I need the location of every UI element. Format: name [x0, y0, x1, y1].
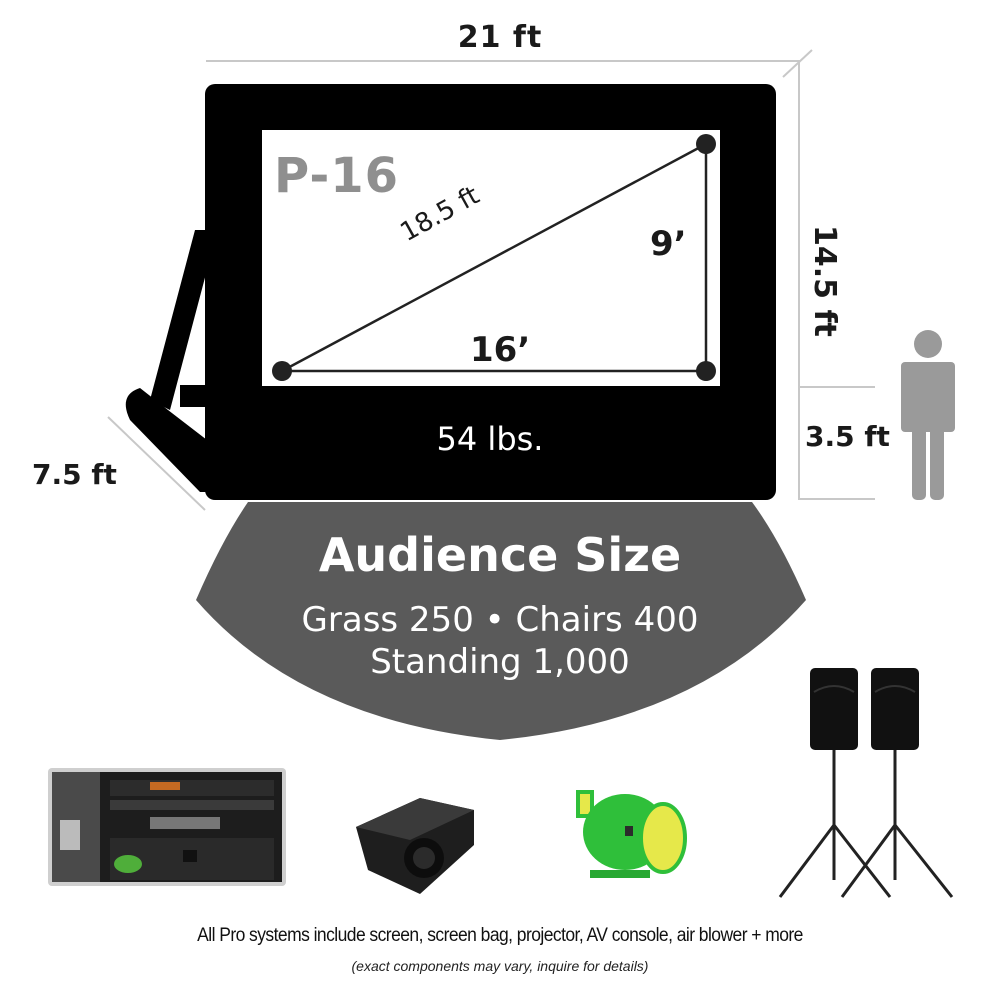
- rear-support-legs: [125, 230, 210, 492]
- speakers-icon: [778, 668, 954, 898]
- screen-measurement-lines: [281, 142, 708, 373]
- depth-label: 7.5 ft: [32, 458, 117, 491]
- model-name: P-16: [274, 148, 400, 204]
- screen-height-label: 9’: [650, 224, 687, 264]
- dimension-lines: [107, 49, 875, 511]
- included-components-text: All Pro systems include screen, screen b…: [197, 925, 803, 946]
- overall-height-label: 14.5 ft: [807, 225, 842, 337]
- overall-width-label: 21 ft: [457, 20, 543, 55]
- audience-panel: [196, 502, 806, 740]
- disclaimer-note: (exact components may vary, inquire for …: [351, 958, 649, 974]
- person-silhouette-icon: [901, 330, 955, 500]
- audience-capacity-line2: Standing 1,000: [370, 642, 630, 682]
- screen-width-label: 16’: [470, 330, 531, 370]
- projector-icon: [356, 798, 474, 894]
- base-height-label: 3.5 ft: [805, 420, 890, 453]
- av-console-icon: [48, 768, 286, 886]
- audience-size-title: Audience Size: [318, 528, 682, 582]
- audience-capacity-line1: Grass 250 • Chairs 400: [301, 600, 699, 640]
- air-blower-icon: [576, 790, 687, 878]
- measurement-points: [272, 134, 716, 381]
- weight-label: 54 lbs.: [436, 420, 544, 458]
